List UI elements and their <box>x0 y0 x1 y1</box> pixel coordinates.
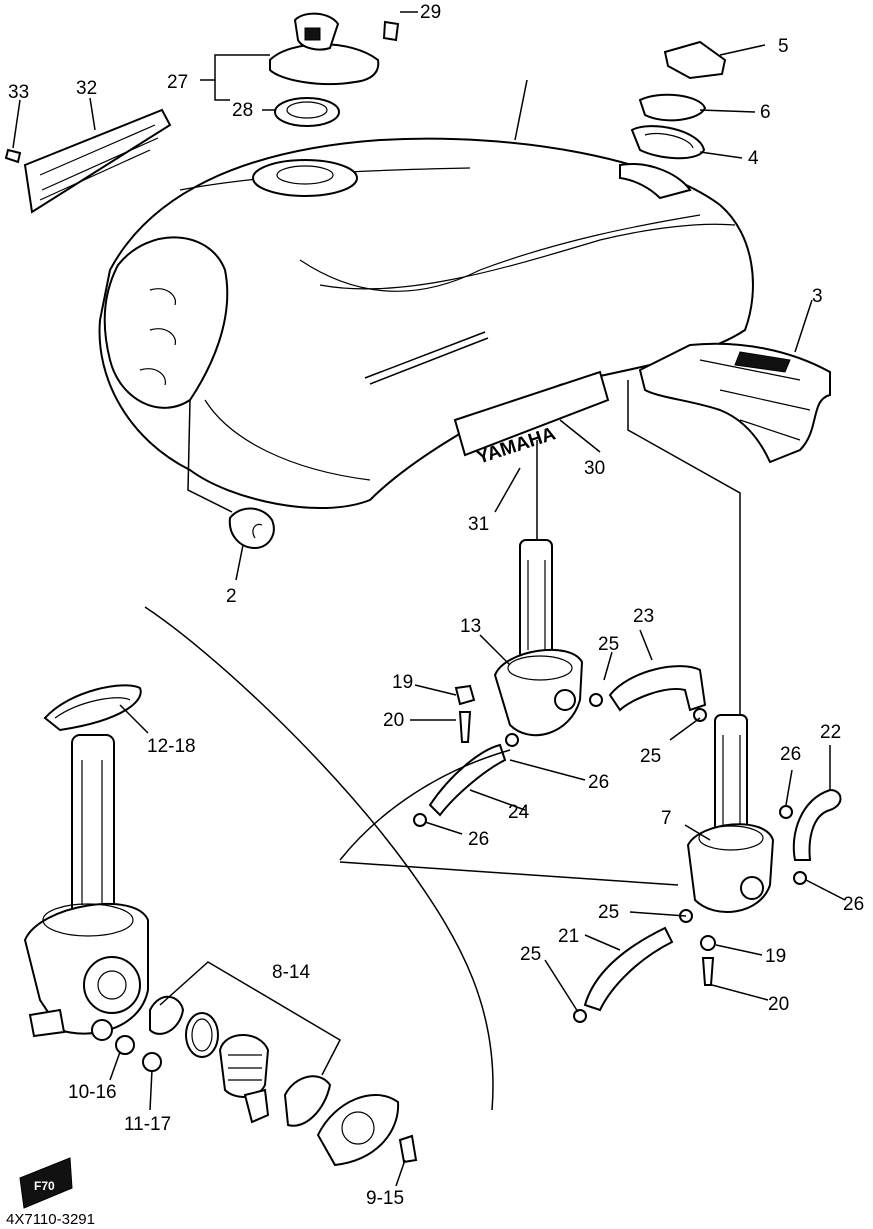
callout-10-16: 10-16 <box>68 1082 117 1103</box>
hose-21 <box>583 926 674 1012</box>
callout-20-b: 20 <box>768 994 789 1015</box>
callout-9-15: 9-15 <box>366 1188 404 1209</box>
callout-29: 29 <box>420 2 441 23</box>
detail-divider <box>144 606 494 1111</box>
gasket-part-4 <box>630 125 706 160</box>
hose-23 <box>608 665 707 712</box>
detail-part-11 <box>142 1052 162 1072</box>
callout-19-b: 19 <box>765 946 786 967</box>
catalog-number: 4X7110-3291 <box>6 1211 95 1228</box>
callout-26-a: 26 <box>588 772 609 793</box>
fuel-cap <box>269 12 380 86</box>
callout-25-d: 25 <box>520 944 541 965</box>
callout-27: 27 <box>167 72 188 93</box>
callout-33: 33 <box>8 82 29 103</box>
callout-21: 21 <box>558 926 579 947</box>
plate-part-6 <box>638 93 707 122</box>
callout-31: 31 <box>468 514 489 535</box>
callout-26-c: 26 <box>780 744 801 765</box>
callout-7: 7 <box>661 808 672 829</box>
detail-part-10 <box>115 1035 135 1055</box>
fuel-cock-13 <box>493 539 584 737</box>
callout-2: 2 <box>226 586 237 607</box>
bolt-part <box>382 20 400 42</box>
callout-3: 3 <box>812 286 823 307</box>
detail-parts-8-14 <box>149 995 400 1167</box>
callout-leaders <box>12 11 846 1187</box>
hose-22 <box>792 788 842 861</box>
callout-26-b: 26 <box>468 829 489 850</box>
cap-part-5 <box>663 40 727 80</box>
emblem-plate <box>23 108 172 214</box>
callout-32: 32 <box>76 78 97 99</box>
callout-22: 22 <box>820 722 841 743</box>
cock-7-leader <box>627 380 741 715</box>
callout-23: 23 <box>633 606 654 627</box>
screws-19-20 <box>454 684 716 986</box>
fuel-cap-gasket <box>274 97 340 127</box>
callout-labels: 33 32 27 28 29 5 6 4 3 30 31 2 13 23 25 … <box>8 2 864 1209</box>
callout-25-a: 25 <box>598 634 619 655</box>
callout-26-d: 26 <box>843 894 864 915</box>
detail-screw-9 <box>398 1134 418 1164</box>
clips <box>413 693 807 1023</box>
callout-13: 13 <box>460 616 481 637</box>
callout-11-17: 11-17 <box>124 1114 171 1135</box>
detail-arc <box>339 749 511 861</box>
callout-28: 28 <box>232 100 253 121</box>
callout-6: 6 <box>760 102 771 123</box>
callout-19-a: 19 <box>392 672 413 693</box>
callout-30: 30 <box>584 458 605 479</box>
side-cover-part <box>638 342 831 464</box>
fuel-tank <box>98 137 754 510</box>
tank-leader <box>514 79 528 141</box>
corner-badge-text: F70 <box>34 1179 55 1193</box>
callout-4: 4 <box>748 148 759 169</box>
callout-8-14: 8-14 <box>272 962 310 983</box>
callout-5: 5 <box>778 36 789 57</box>
callout-24: 24 <box>508 802 530 823</box>
detail-fuel-cock <box>23 684 149 1041</box>
grommet-leader <box>187 399 233 513</box>
callout-25-c: 25 <box>598 902 619 923</box>
callout-20-a: 20 <box>383 710 404 731</box>
corner-badge: F70 <box>19 1157 73 1209</box>
detail-ref-line <box>339 861 679 886</box>
callout-12-18: 12-18 <box>147 736 196 757</box>
screw-part <box>4 148 22 164</box>
fuel-cock-7 <box>686 714 775 913</box>
callout-25-b: 25 <box>640 746 661 767</box>
bracket-8-14 <box>159 961 341 1076</box>
hose-24 <box>428 743 507 817</box>
grommet-part <box>228 507 275 550</box>
